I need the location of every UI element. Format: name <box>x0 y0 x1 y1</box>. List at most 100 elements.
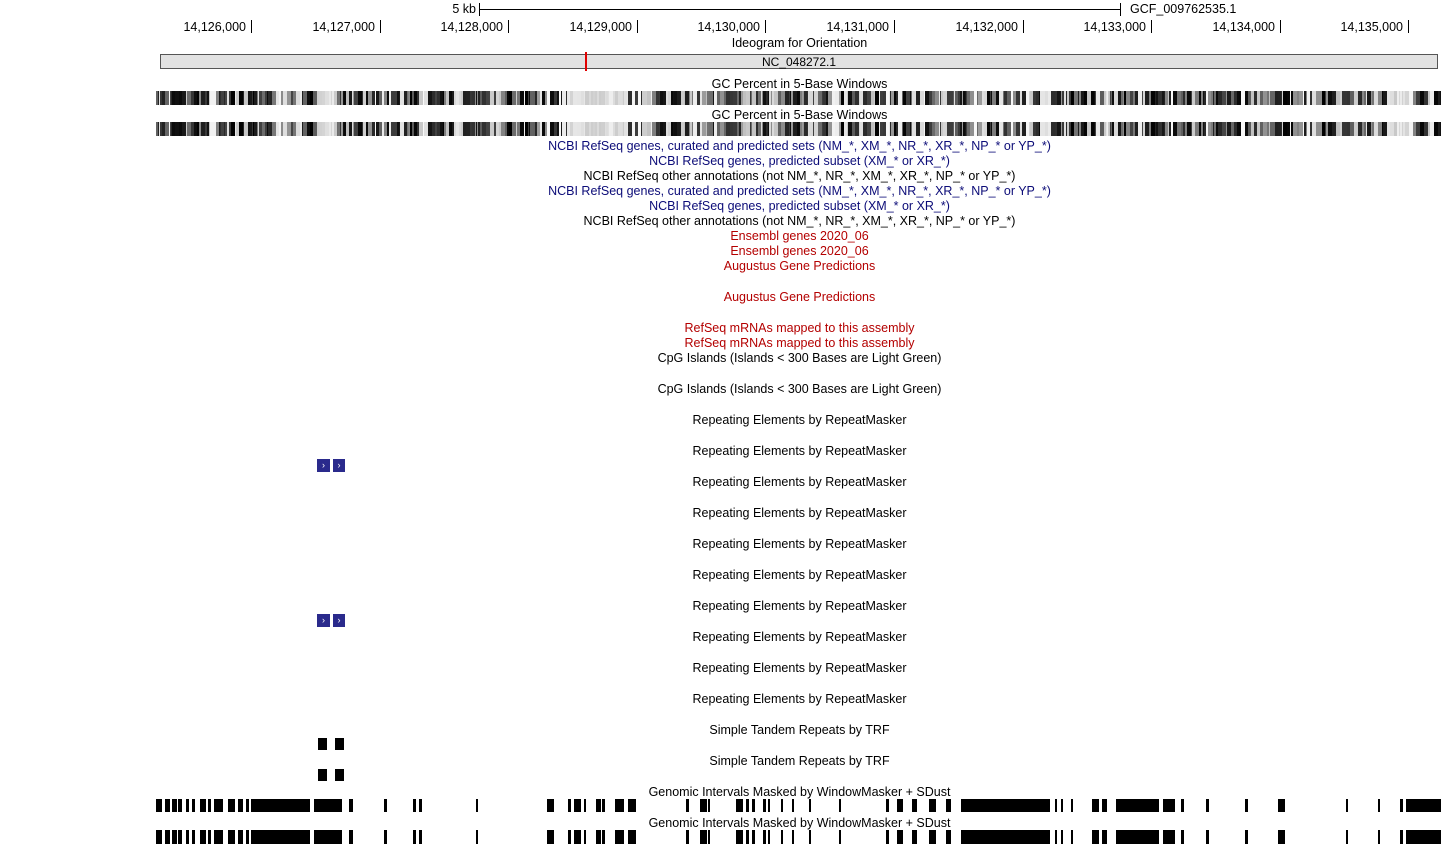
track-label[interactable]: Repeating Elements by RepeatMasker <box>692 692 907 706</box>
track-label[interactable]: Repeating Elements by RepeatMasker <box>692 413 907 427</box>
masked-interval <box>246 830 249 844</box>
masked-interval <box>208 799 211 812</box>
track-label[interactable]: Genomic Intervals Masked by WindowMasker… <box>648 816 951 830</box>
tandem-repeat-feature[interactable] <box>335 738 344 750</box>
track-label[interactable]: NCBI RefSeq genes, curated and predicted… <box>548 184 1051 198</box>
masked-interval <box>809 830 811 844</box>
track-label[interactable]: NCBI RefSeq genes, predicted subset (XM_… <box>649 154 950 168</box>
masked-interval <box>1181 799 1184 812</box>
track-label[interactable]: GC Percent in 5-Base Windows <box>711 108 888 122</box>
masked-interval <box>1400 830 1403 844</box>
track-label[interactable]: NCBI RefSeq genes, predicted subset (XM_… <box>649 199 950 213</box>
track-label[interactable]: Repeating Elements by RepeatMasker <box>692 506 907 520</box>
masked-interval <box>238 799 243 812</box>
masked-interval <box>763 830 766 844</box>
masked-interval <box>476 830 478 844</box>
masked-interval <box>384 799 387 812</box>
track-label[interactable]: Repeating Elements by RepeatMasker <box>692 599 907 613</box>
masked-interval <box>1346 799 1348 812</box>
track-label[interactable]: CpG Islands (Islands < 300 Bases are Lig… <box>657 382 942 396</box>
track-label[interactable]: Repeating Elements by RepeatMasker <box>692 537 907 551</box>
ruler-tick <box>894 20 895 33</box>
masked-interval <box>214 799 223 812</box>
chevron-right-icon[interactable]: › <box>317 614 330 627</box>
masked-interval <box>584 799 586 812</box>
chevron-right-icon[interactable]: › <box>333 459 345 472</box>
track-label[interactable]: Ensembl genes 2020_06 <box>730 244 869 258</box>
chevron-right-icon[interactable]: › <box>333 614 345 627</box>
masked-interval <box>736 830 743 844</box>
masked-interval <box>961 799 1050 812</box>
ruler-tick <box>380 20 381 33</box>
chevron-right-icon[interactable]: › <box>317 459 330 472</box>
masked-interval <box>419 799 422 812</box>
track-label[interactable]: GC Percent in 5-Base Windows <box>711 77 888 91</box>
masked-interval <box>700 799 707 812</box>
track-label[interactable]: NCBI RefSeq other annotations (not NM_*,… <box>583 169 1016 183</box>
masked-interval <box>792 830 794 844</box>
masked-interval <box>1092 830 1099 844</box>
masked-interval <box>809 799 811 812</box>
track-label[interactable]: Simple Tandem Repeats by TRF <box>709 754 890 768</box>
ruler-tick-label: 14,135,000 <box>1340 20 1403 34</box>
tandem-repeat-feature[interactable] <box>318 738 327 750</box>
masked-interval <box>781 830 783 844</box>
masked-interval <box>178 799 182 812</box>
masked-interval <box>768 799 770 812</box>
masked-interval <box>568 830 571 844</box>
ruler-tick-label: 14,126,000 <box>183 20 246 34</box>
track-label[interactable]: NCBI RefSeq other annotations (not NM_*,… <box>583 214 1016 228</box>
chromosome-bar[interactable] <box>160 54 1438 69</box>
gc-percent-track[interactable] <box>156 91 1441 105</box>
masked-interval <box>602 830 605 844</box>
current-position-marker <box>585 52 587 71</box>
track-label[interactable]: Genomic Intervals Masked by WindowMasker… <box>648 785 951 799</box>
masked-interval <box>1406 799 1441 812</box>
ruler-tick-label: 14,132,000 <box>955 20 1018 34</box>
masked-interval <box>547 830 554 844</box>
masked-interval <box>897 799 903 812</box>
scale-label: 5 kb <box>452 2 476 16</box>
track-label[interactable]: RefSeq mRNAs mapped to this assembly <box>684 336 915 350</box>
masked-interval <box>413 830 416 844</box>
track-label[interactable]: Repeating Elements by RepeatMasker <box>692 568 907 582</box>
masked-interval <box>419 830 422 844</box>
masked-interval <box>547 799 554 812</box>
scale-right-cap <box>1120 3 1121 16</box>
track-label[interactable]: Repeating Elements by RepeatMasker <box>692 630 907 644</box>
masked-interval <box>686 830 689 844</box>
ruler-tick-label: 14,129,000 <box>569 20 632 34</box>
masked-interval <box>186 830 189 844</box>
masked-interval <box>615 830 624 844</box>
scale-line <box>479 9 1121 10</box>
track-label[interactable]: CpG Islands (Islands < 300 Bases are Lig… <box>657 351 942 365</box>
masked-interval <box>349 830 353 844</box>
windowmasker-track[interactable] <box>156 830 1441 844</box>
track-label[interactable]: Repeating Elements by RepeatMasker <box>692 661 907 675</box>
track-label[interactable]: Ensembl genes 2020_06 <box>730 229 869 243</box>
masked-interval <box>349 799 353 812</box>
gc-percent-track[interactable] <box>156 122 1441 136</box>
masked-interval <box>628 830 635 844</box>
masked-interval <box>752 799 755 812</box>
tandem-repeat-feature[interactable] <box>318 769 327 781</box>
masked-interval <box>1102 830 1107 844</box>
masked-interval <box>708 799 710 812</box>
tandem-repeat-feature[interactable] <box>335 769 344 781</box>
masked-interval <box>596 830 601 844</box>
ruler-tick-label: 14,127,000 <box>312 20 375 34</box>
masked-interval <box>634 799 636 812</box>
masked-interval <box>912 799 917 812</box>
track-label[interactable]: Repeating Elements by RepeatMasker <box>692 444 907 458</box>
track-label[interactable]: RefSeq mRNAs mapped to this assembly <box>684 321 915 335</box>
track-label[interactable]: NCBI RefSeq genes, curated and predicted… <box>548 139 1051 153</box>
windowmasker-track[interactable] <box>156 799 1441 812</box>
masked-interval <box>228 830 235 844</box>
masked-interval <box>736 799 743 812</box>
masked-interval <box>384 830 387 844</box>
track-label[interactable]: Simple Tandem Repeats by TRF <box>709 723 890 737</box>
track-label[interactable]: Augustus Gene Predictions <box>723 290 876 304</box>
masked-interval <box>251 799 310 812</box>
track-label[interactable]: Augustus Gene Predictions <box>723 259 876 273</box>
track-label[interactable]: Repeating Elements by RepeatMasker <box>692 475 907 489</box>
